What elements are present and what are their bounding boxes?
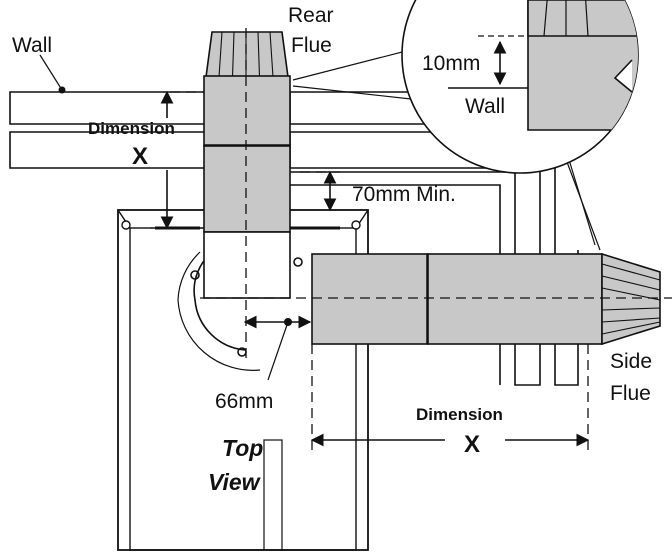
wall-leader-dot [58,86,66,94]
centre-lines [150,28,672,450]
x-left-label: X [132,143,148,170]
side-flue [311,252,661,346]
rear-flue-label-line1: Rear [288,4,334,27]
side-flue-label-line1: Side [610,350,652,373]
offset-dot [284,318,292,326]
offset-measure-label: 66mm [215,390,273,413]
inset-wall-label: Wall [465,95,505,118]
case-inner-channel [263,439,283,551]
flue-elbow [177,249,303,371]
top-view-label-line1: Top [222,435,263,461]
rear-flue-label-line2: Flue [291,34,332,57]
wall-label: Wall [12,34,52,57]
side-flue-label-line2: Flue [610,382,651,405]
top-view-label-line2: View [208,469,262,495]
dimension-arrows [39,54,590,447]
dimension-left-label: Dimension [88,119,175,138]
dimension-bottom-label: Dimension [416,405,503,424]
inset-measure-label: 10mm [422,52,480,75]
min-clearance-label: 70mm Min. [352,183,456,206]
rear-flue [203,31,291,299]
magnified-inset [401,0,639,174]
x-bottom-label: X [464,431,480,458]
